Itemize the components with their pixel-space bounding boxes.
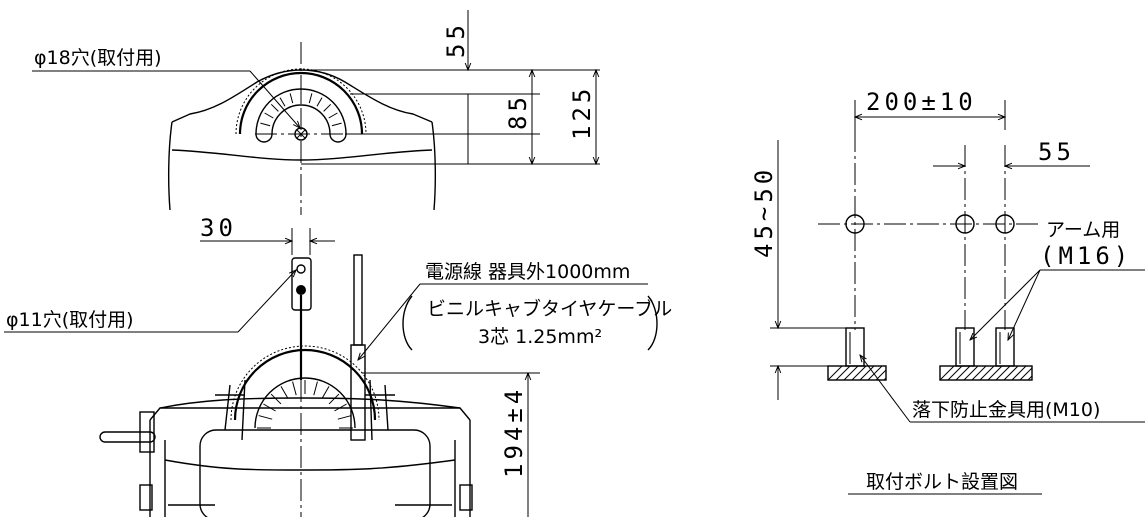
hatch-line bbox=[835, 365, 851, 381]
hatch-line bbox=[1019, 367, 1033, 381]
scale-tick bbox=[280, 386, 289, 399]
hatch-line bbox=[859, 365, 875, 381]
scale-tick bbox=[331, 122, 342, 127]
scale-ticks bbox=[259, 92, 343, 135]
hatch-line bbox=[963, 365, 979, 381]
scale-tick bbox=[337, 415, 352, 420]
hatch-left bbox=[827, 365, 887, 381]
hatch-right bbox=[939, 365, 1033, 381]
scale-tick bbox=[316, 97, 323, 107]
cable-type: ビニルキャブタイヤケーブル bbox=[427, 297, 672, 320]
dim-200: 200±10 bbox=[866, 88, 977, 116]
dim-30: 30 bbox=[200, 214, 237, 242]
dim-85: 85 bbox=[504, 93, 532, 130]
dim-55-right: 55 bbox=[1038, 138, 1075, 166]
hole-18-label: φ18穴(取付用) bbox=[34, 47, 162, 69]
hatch-line bbox=[843, 365, 859, 381]
hatch-line bbox=[947, 365, 963, 381]
dim-125: 125 bbox=[568, 85, 596, 140]
cable-label: 電源線 器具外1000mm bbox=[425, 261, 630, 283]
top-dimensions bbox=[301, 10, 600, 164]
hatch-line bbox=[1011, 365, 1027, 381]
bolt-layout-caption: 取付ボルト設置図 bbox=[866, 471, 1018, 493]
hatch-line bbox=[955, 365, 971, 381]
dim-45-50: 45~50 bbox=[750, 166, 778, 258]
hatch-line bbox=[971, 365, 987, 381]
scale-tick bbox=[308, 93, 313, 104]
scale-tick bbox=[292, 381, 297, 396]
arm-spec: (M16) bbox=[1040, 242, 1132, 270]
hatch-line bbox=[995, 365, 1011, 381]
hatch-line bbox=[827, 365, 843, 381]
hatch-line bbox=[867, 365, 883, 381]
hatch-line bbox=[851, 365, 867, 381]
hole-11-label: φ11穴(取付用) bbox=[6, 309, 134, 331]
scale-tick bbox=[258, 415, 273, 420]
dim-194: 194±4 bbox=[500, 386, 528, 478]
hatch-line bbox=[1003, 365, 1019, 381]
cable-spec: 3芯 1.25mm² bbox=[478, 326, 602, 348]
scale-tick bbox=[328, 112, 338, 119]
hatch-line bbox=[979, 365, 995, 381]
scale-tick bbox=[270, 103, 279, 112]
serrated-arc bbox=[235, 68, 367, 135]
front-scale-ticks bbox=[257, 380, 353, 429]
fall-label: 落下防止金具用(M10) bbox=[912, 399, 1100, 421]
scale-tick bbox=[270, 393, 282, 405]
hatch-line bbox=[939, 365, 955, 381]
top-view bbox=[167, 42, 437, 215]
scale-tick bbox=[323, 103, 332, 112]
hatch-line bbox=[987, 365, 1003, 381]
scale-tick bbox=[264, 112, 274, 119]
dim-55-left: 55 bbox=[442, 21, 470, 58]
hatch-line bbox=[883, 377, 887, 381]
scale-tick bbox=[328, 393, 340, 405]
scale-tick bbox=[321, 386, 330, 399]
arm-label: アーム用 bbox=[1046, 219, 1120, 241]
scale-tick bbox=[289, 93, 294, 104]
scale-tick bbox=[279, 97, 286, 107]
hatch-line bbox=[1027, 375, 1033, 381]
scale-tick bbox=[260, 122, 271, 127]
scale-tick bbox=[313, 381, 318, 396]
bolt-layout bbox=[770, 100, 1090, 400]
front-view bbox=[99, 228, 473, 517]
